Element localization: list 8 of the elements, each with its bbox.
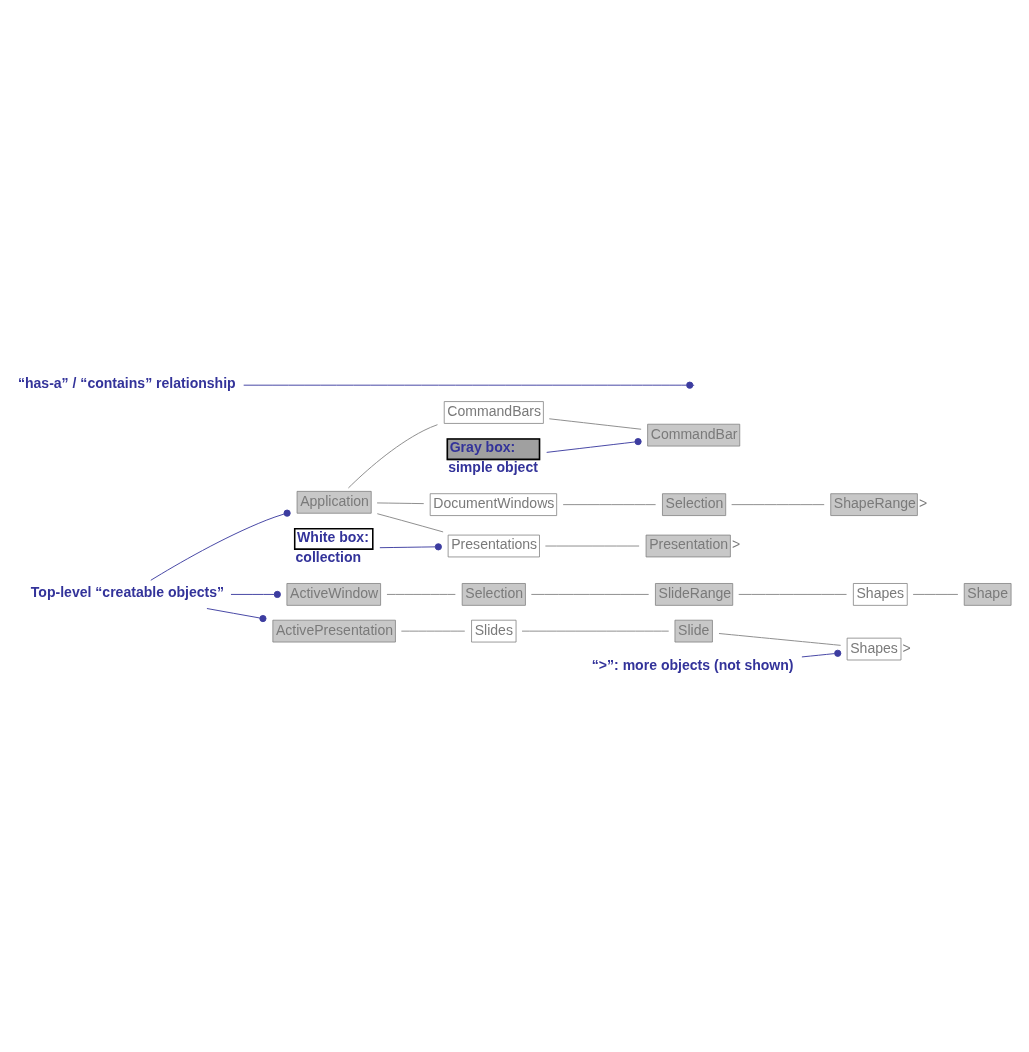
node-text: Top-level “creatable objects” bbox=[30, 583, 225, 600]
node-label: > bbox=[731, 535, 741, 552]
node-label: > bbox=[902, 639, 911, 656]
node-label: collection bbox=[295, 548, 362, 565]
node-label: simple object bbox=[448, 458, 538, 475]
node-text: “has-a” / “contains” relationship bbox=[17, 374, 236, 391]
node-label: > bbox=[918, 494, 928, 511]
node-text: “>”: more objects (not shown) bbox=[591, 656, 794, 673]
